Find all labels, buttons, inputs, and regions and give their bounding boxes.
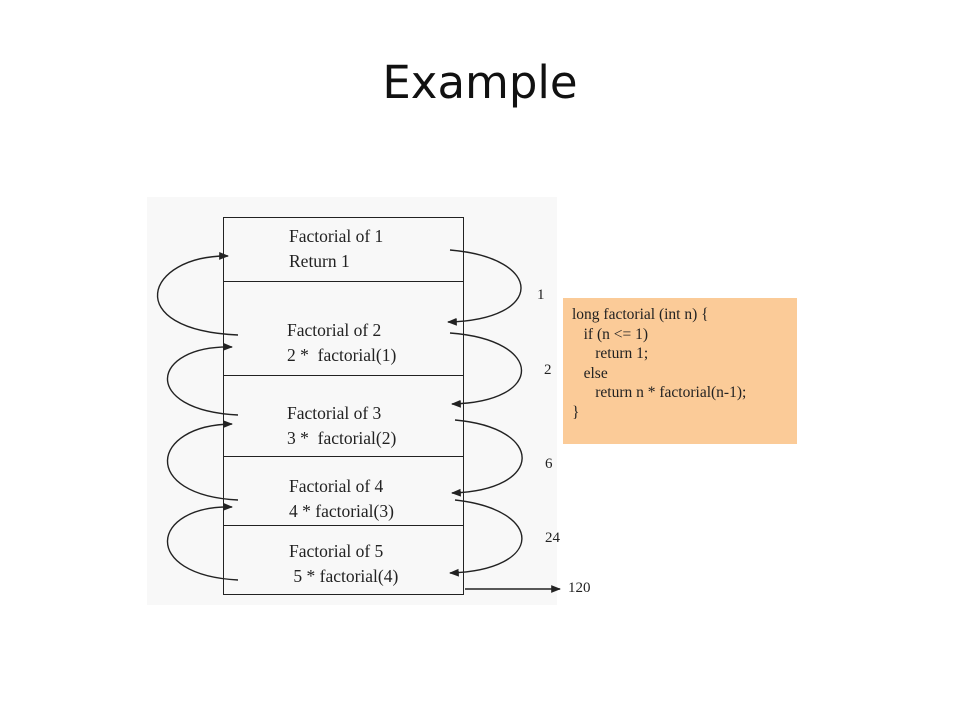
frame-3-line-2: 3 * factorial(2)	[287, 428, 397, 448]
stack-frame-factorial-1: Factorial of 1 Return 1	[224, 218, 463, 281]
code-line: return n * factorial(n-1);	[572, 384, 747, 401]
return-arrow-2-to-3	[449, 332, 523, 408]
return-value-2: 2	[544, 362, 552, 378]
frame-4-line-2: 4 * factorial(3)	[289, 501, 394, 521]
return-value-24: 24	[545, 530, 560, 546]
frame-4-line-1: Factorial of 4	[289, 476, 384, 496]
return-arrow-3-to-4	[451, 419, 523, 497]
code-line: }	[572, 403, 580, 421]
call-arrow-3-to-2	[166, 342, 239, 416]
stack-frame-factorial-5: Factorial of 5 5 * factorial(4)	[224, 525, 463, 595]
call-arrow-2-to-1	[156, 251, 239, 336]
return-arrow-4-to-5	[449, 499, 523, 577]
frame-2-line-2: 2 * factorial(1)	[287, 345, 397, 365]
frame-1-line-2: Return 1	[289, 251, 350, 271]
call-stack: Factorial of 1 Return 1 Factorial of 2 2…	[223, 217, 464, 595]
stack-frame-factorial-4: Factorial of 4 4 * factorial(3)	[224, 456, 463, 525]
return-value-6: 6	[545, 456, 553, 472]
frame-5-line-2: 5 * factorial(4)	[289, 566, 399, 586]
final-result-120: 120	[568, 580, 591, 596]
frame-5-line-1: Factorial of 5	[289, 541, 384, 561]
frame-3-line-1: Factorial of 3	[287, 403, 382, 423]
code-line: long factorial (int n) {	[572, 306, 709, 323]
code-line: else	[572, 364, 608, 382]
frame-2-line-1: Factorial of 2	[287, 320, 382, 340]
stack-frame-factorial-2: Factorial of 2 2 * factorial(1)	[224, 281, 463, 375]
code-snippet: long factorial (int n) { if (n <= 1) ret…	[563, 298, 797, 444]
return-arrow-1-to-2	[447, 249, 522, 326]
slide-title: Example	[382, 56, 578, 109]
code-line: return 1;	[572, 345, 649, 362]
code-line: if (n <= 1)	[572, 325, 649, 343]
return-value-1: 1	[537, 287, 545, 303]
frame-1-line-1: Factorial of 1	[289, 226, 384, 246]
call-arrow-5-to-4	[166, 502, 239, 581]
diagram-background	[147, 197, 557, 605]
stack-frame-factorial-3: Factorial of 3 3 * factorial(2)	[224, 375, 463, 456]
call-arrow-4-to-3	[166, 420, 239, 501]
